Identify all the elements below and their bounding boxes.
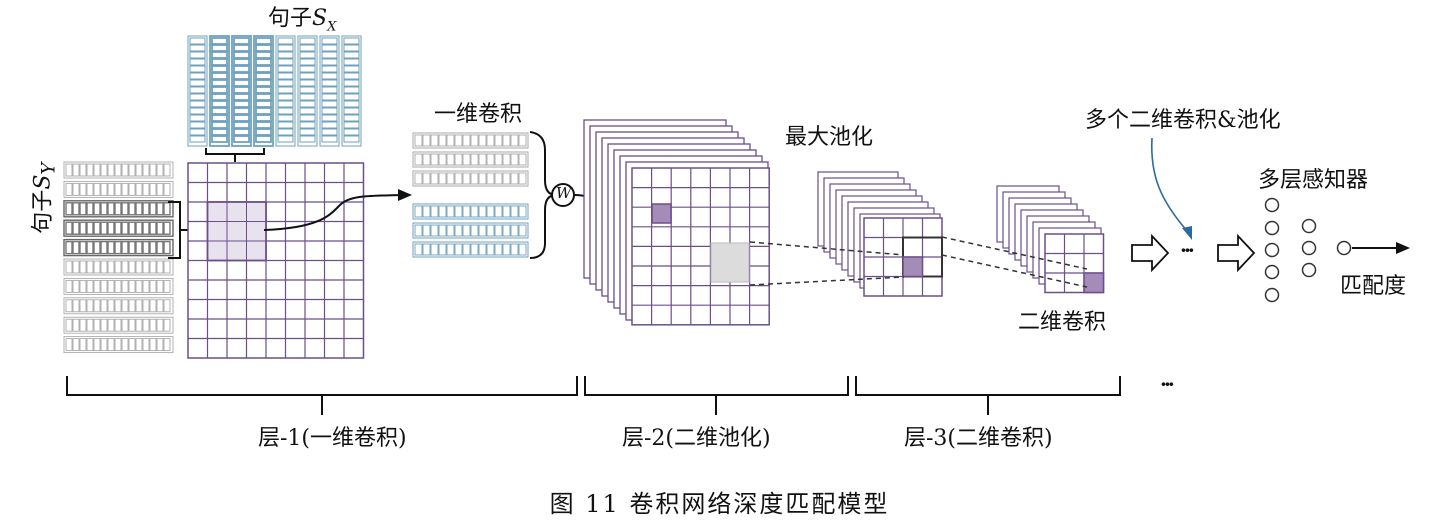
conv1d-label: 一维卷积 [434, 102, 523, 127]
figure-caption: 图 11 卷积网络深度匹配模型 [549, 490, 890, 518]
layer3-label: 层-3(二维卷积) [904, 426, 1053, 451]
weight-label: W [556, 184, 572, 202]
sentence-y-label: 句子SY [30, 162, 60, 234]
ellipsis-bottom: ··· [1160, 372, 1175, 396]
multi-conv-pool-pointer [1150, 137, 1189, 233]
arrow-head [1396, 242, 1410, 254]
conv2d-label: 二维卷积 [1018, 310, 1107, 335]
layer3-conv-maps [996, 185, 1105, 294]
layer2-feature-maps [583, 119, 770, 326]
sentence-x-label: 句子SX [268, 6, 337, 35]
arrow-head [398, 189, 412, 201]
hollow-arrow-1 [1131, 233, 1170, 273]
arrow-head [1182, 226, 1192, 240]
matrix-to-conv1d-arrow [263, 194, 401, 231]
conv1d-features [412, 132, 529, 258]
max-pooling-maps [817, 171, 943, 297]
sentence-x-word-vectors [187, 35, 362, 147]
sentence-x-window-bracket [205, 148, 265, 162]
ellipsis-mid: ··· [1180, 238, 1195, 262]
match-score-label: 匹配度 [1340, 274, 1407, 299]
layer1-label: 层-1(一维卷积) [258, 426, 407, 451]
multi-conv-pool-label: 多个二维卷积&池化 [1085, 108, 1281, 133]
layer2-label: 层-2(二维池化) [622, 426, 771, 451]
hollow-arrow-2 [1217, 233, 1256, 273]
interaction-matrix [187, 162, 365, 359]
sentence-y-word-vectors [63, 161, 174, 354]
layer-braces [66, 376, 1121, 415]
max-pooling-label: 最大池化 [785, 125, 874, 150]
mlp-nodes [1264, 197, 1352, 303]
pooling-connectors [749, 236, 1088, 288]
sentence-y-window-bracket [168, 201, 188, 259]
mlp-label: 多层感知器 [1258, 168, 1369, 193]
